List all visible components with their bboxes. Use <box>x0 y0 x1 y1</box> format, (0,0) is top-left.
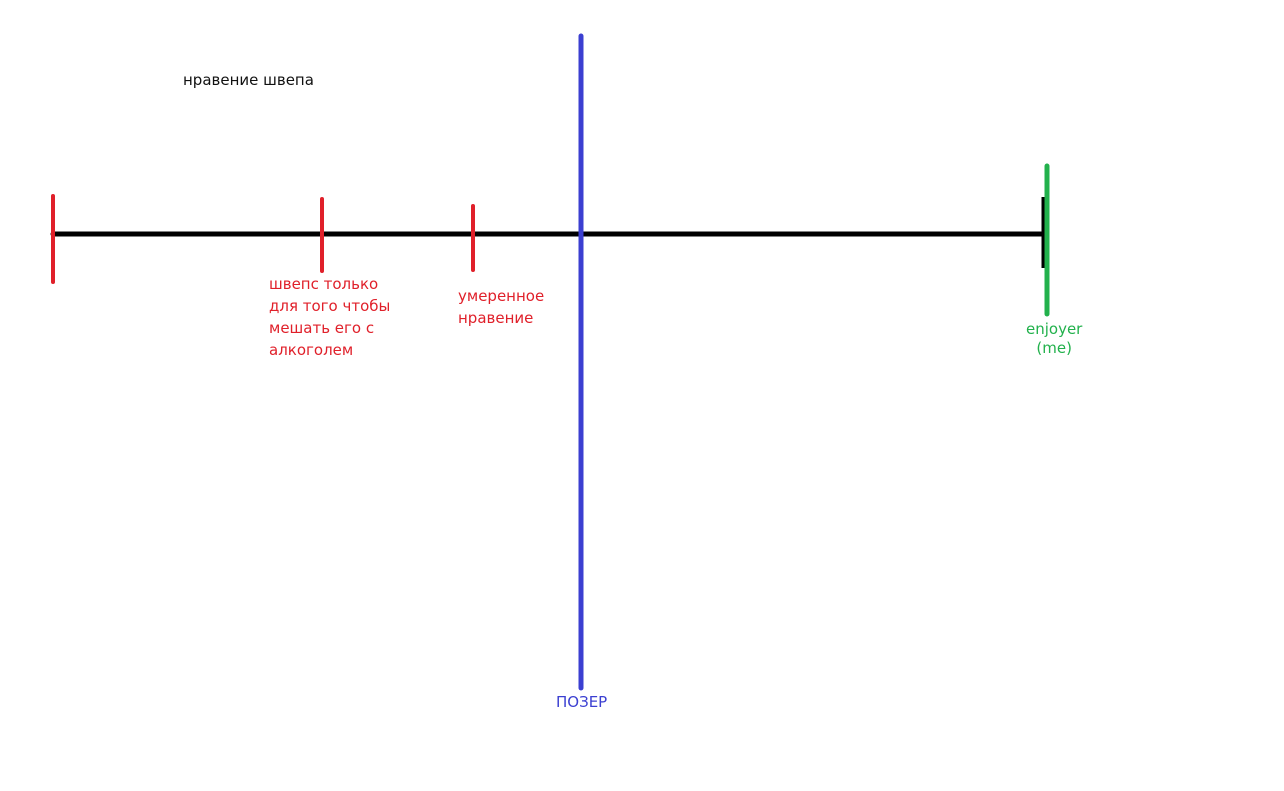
label-enjoyer: enjoyer (me) <box>1026 320 1083 357</box>
diagram-title: нравение швепа <box>183 71 314 89</box>
label-moderate: умеренное нравение <box>458 287 545 327</box>
label-only-for-mixing: швепс только для того чтобы мешать его с… <box>269 275 391 359</box>
label-poser: ПОЗЕР <box>556 693 608 711</box>
